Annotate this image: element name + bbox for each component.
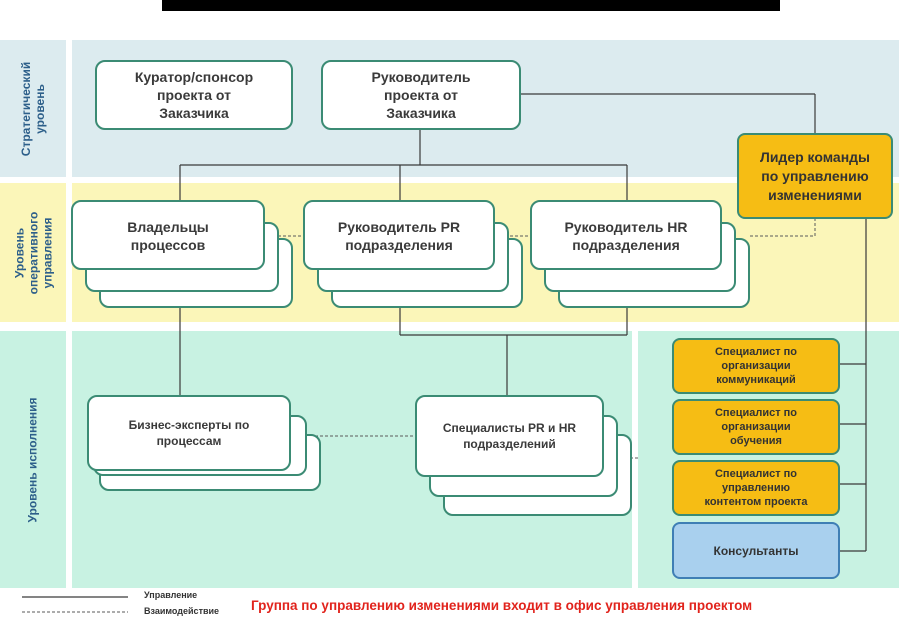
footnote: Группа по управлению изменениями входит …: [251, 598, 753, 613]
operational-label-panel: [0, 183, 66, 322]
training-specialist-box: Специалист по организации обучения: [672, 399, 840, 455]
consultants-box: Консультанты: [672, 522, 840, 579]
process-owners-box: Владельцы процессов: [71, 200, 265, 270]
curator-sponsor-box: Куратор/спонсор проекта от Заказчика: [95, 60, 293, 130]
hr-head-box: Руководитель HR подразделения: [530, 200, 722, 270]
communications-specialist-box: Специалист по организации коммуникаций: [672, 338, 840, 394]
content-specialist-box: Специалист по управлению контентом проек…: [672, 460, 840, 516]
top-black-bar: [162, 0, 780, 11]
legend-management-label: Управление: [144, 590, 198, 600]
pr-head-box: Руководитель PR подразделения: [303, 200, 495, 270]
pr-hr-specialists-box: Специалисты PR и HR подразделений: [415, 395, 604, 477]
execution-label-panel: [0, 331, 66, 588]
change-leader-box: Лидер команды по управлению изменениями: [737, 133, 893, 219]
business-experts-box: Бизнес-эксперты по процессам: [87, 395, 291, 471]
strategic-label-panel: [0, 40, 66, 177]
legend-interaction-label: Взаимодействие: [144, 606, 220, 616]
project-head-box: Руководитель проекта от Заказчика: [321, 60, 521, 130]
